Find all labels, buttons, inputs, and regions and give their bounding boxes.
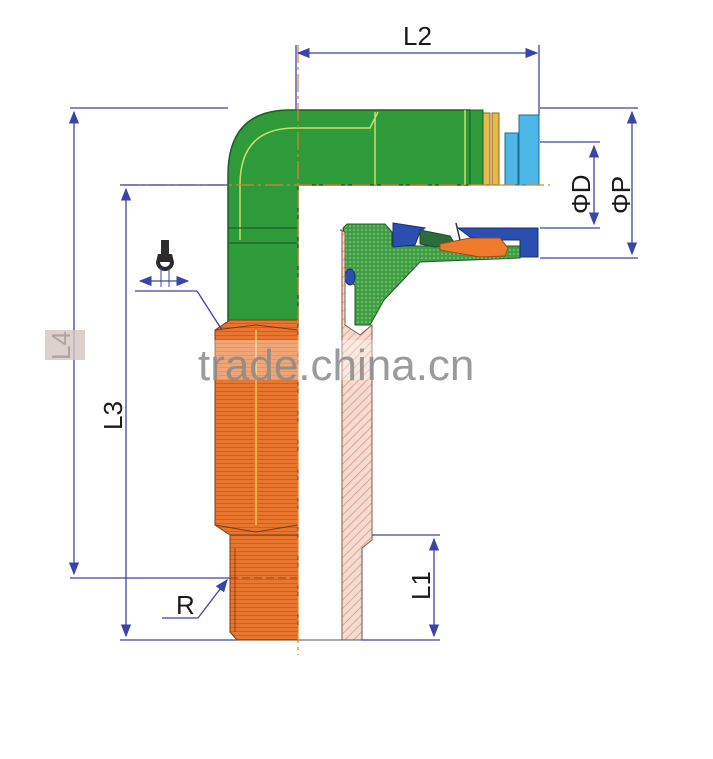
dimension-label-l2: L2 (403, 21, 432, 51)
dimension-label-l3: L3 (98, 401, 128, 430)
wrench-width-icon (156, 240, 174, 287)
dimension-label-phi-d: ΦD (566, 174, 596, 214)
dimension-label-r: R (176, 590, 195, 620)
hex-nut (214, 319, 299, 536)
watermark-blur-left (45, 330, 85, 360)
watermark-blur-band (195, 340, 525, 380)
brass-rings (469, 109, 500, 186)
watermark-text: trade.china.cn (198, 341, 474, 390)
dimension-label-l1: L1 (406, 571, 436, 600)
release-ring (504, 114, 540, 186)
dimension-lines (68, 45, 638, 641)
male-thread (229, 534, 299, 641)
section-view (342, 222, 539, 326)
dimension-label-phi-p: ΦP (606, 176, 636, 214)
tube-wall-section (339, 229, 373, 641)
elbow-body (227, 109, 471, 326)
